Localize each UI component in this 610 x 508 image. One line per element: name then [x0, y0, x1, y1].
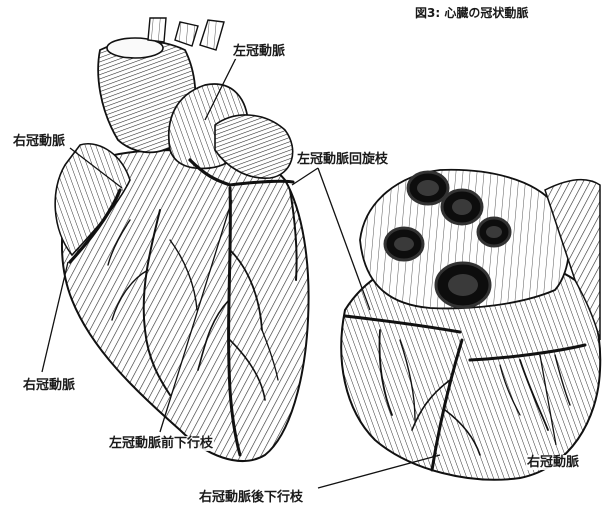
label-right-coronary-right: 右冠動脈 — [526, 455, 580, 470]
label-right-coronary-upper: 右冠動脈 — [12, 134, 66, 149]
anterior-heart — [55, 18, 308, 461]
label-pda: 右冠動脈後下行枝 — [198, 490, 304, 505]
arch-branch-2 — [175, 22, 198, 46]
label-circumflex: 左冠動脈回旋枝 — [296, 152, 389, 167]
label-left-coronary: 左冠動脈 — [232, 44, 286, 59]
leader-right-coronary-lower — [42, 262, 68, 372]
posterior-heart — [341, 170, 600, 480]
arch-branch-1 — [148, 18, 166, 42]
leader-pda — [318, 455, 440, 488]
label-lad: 左冠動脈前下行枝 — [108, 436, 214, 451]
figure-title: 図3: 心臓の冠状動脈 — [414, 6, 529, 21]
leader-circumflex-left — [292, 168, 318, 185]
label-right-coronary-lower-left: 右冠動脈 — [22, 378, 76, 393]
arch-branch-3 — [200, 20, 224, 50]
